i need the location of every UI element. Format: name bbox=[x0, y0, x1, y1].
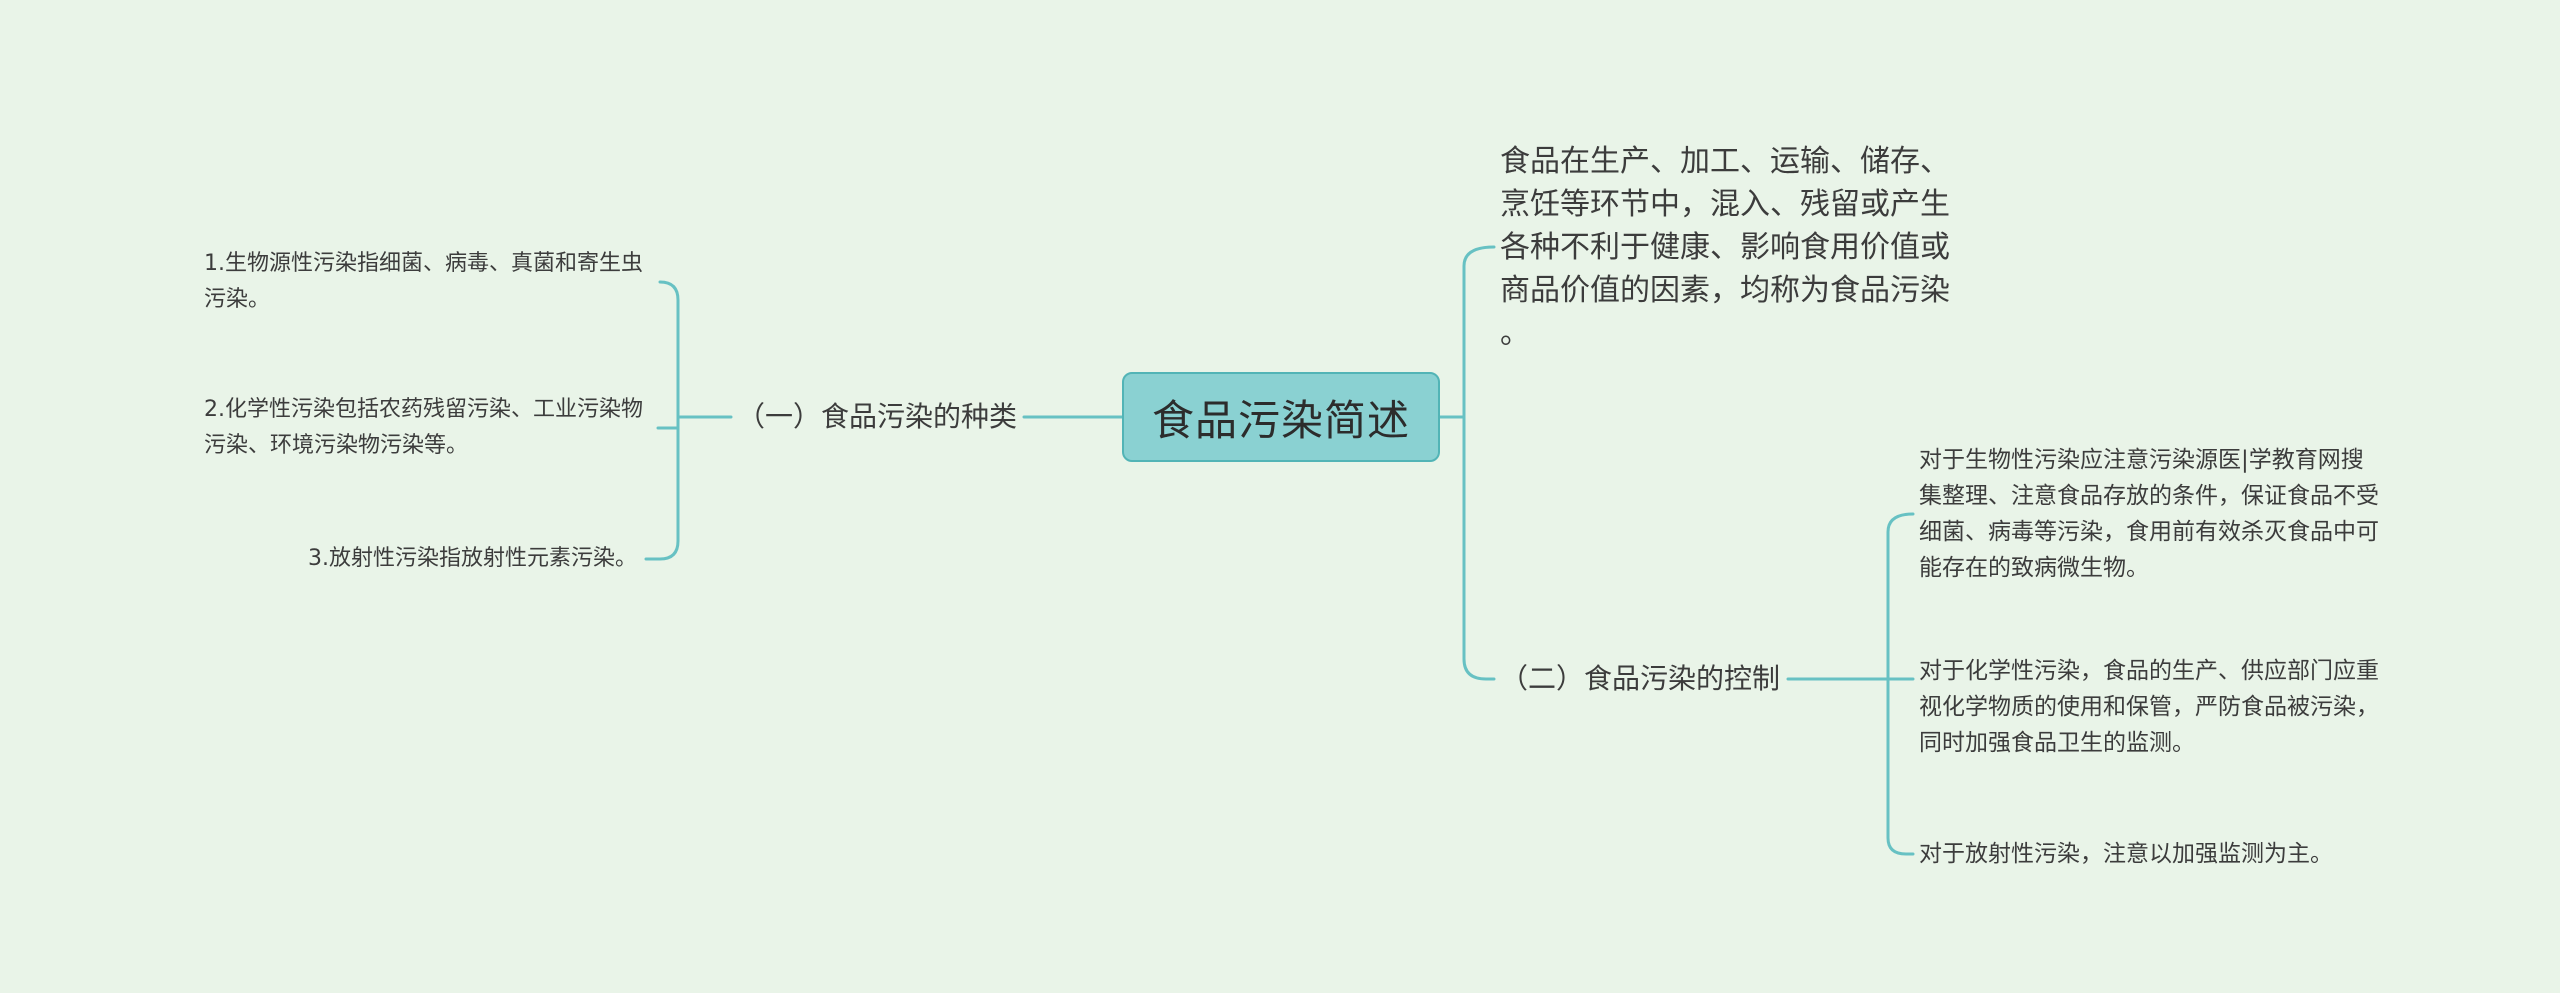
leaf-node-biological-pollution[interactable]: 1.生物源性污染指细菌、病毒、真菌和寄生虫 污染。 bbox=[204, 251, 643, 312]
leaf-node-radioactive-control[interactable]: 对于放射性污染，注意以加强监测为主。 bbox=[1919, 841, 2333, 867]
branch-node-pollution-control[interactable]: （二）食品污染的控制 bbox=[1500, 662, 1781, 695]
leaf-node-biological-control[interactable]: 对于生物性污染应注意污染源医|学教育网搜 集整理、注意食品存放的条件，保证食品不… bbox=[1919, 447, 2379, 581]
note-node-pollution-definition[interactable]: 食品在生产、加工、运输、储存、 烹饪等环节中，混入、残留或产生 各种不利于健康、… bbox=[1500, 144, 1950, 351]
leaf-node-radioactive-pollution[interactable]: 3.放射性污染指放射性元素污染。 bbox=[308, 546, 637, 571]
leaf-node-chemical-control[interactable]: 对于化学性污染，食品的生产、供应部门应重 视化学物质的使用和保管，严防食品被污染… bbox=[1919, 658, 2379, 756]
connector-control-bracket bbox=[1886, 512, 1915, 856]
connector-right-bracket bbox=[1462, 245, 1496, 681]
central-topic-node[interactable]: 食品污染简述 bbox=[1122, 372, 1440, 462]
leaf-node-chemical-pollution[interactable]: 2.化学性污染包括农药残留污染、工业污染物 污染、环境污染物污染等。 bbox=[204, 397, 643, 458]
branch-node-pollution-types[interactable]: （一）食品污染的种类 bbox=[737, 400, 1018, 433]
